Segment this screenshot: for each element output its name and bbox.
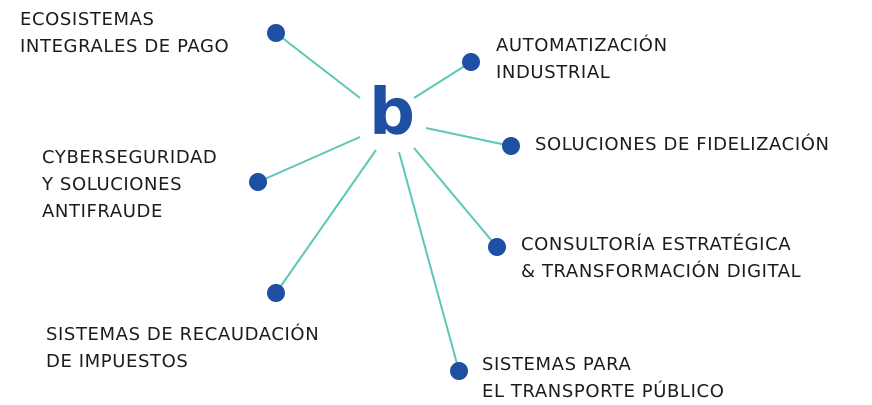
node-label-line: SISTEMAS PARA	[482, 354, 632, 375]
node-label-line: INTEGRALES DE PAGO	[20, 36, 230, 57]
connector-group	[257, 32, 512, 372]
connector-line-automatizacion	[413, 61, 472, 99]
node-label-consultoria: CONSULTORÍA ESTRATÉGICA & TRANSFORMACIÓN …	[521, 231, 801, 285]
node-label-line: SISTEMAS DE RECAUDACIÓN	[46, 324, 320, 345]
connector-line-cyberseguridad	[257, 136, 361, 183]
node-dot-fidelizacion	[502, 137, 520, 155]
node-label-line: INDUSTRIAL	[496, 62, 611, 83]
node-dot-ecosistemas	[267, 24, 285, 42]
node-label-fidelizacion: SOLUCIONES DE FIDELIZACIÓN	[535, 131, 830, 158]
node-dot-cyberseguridad	[249, 173, 267, 191]
node-label-line: AUTOMATIZACIÓN	[496, 35, 668, 56]
node-label-cyberseguridad: CYBERSEGURIDAD Y SOLUCIONES ANTIFRAUDE	[42, 144, 217, 225]
node-label-line: Y SOLUCIONES	[42, 174, 183, 195]
node-label-line: ANTIFRAUDE	[42, 201, 163, 222]
node-dot-transporte	[450, 362, 468, 380]
node-dot-recaudacion	[267, 284, 285, 302]
node-label-automatizacion: AUTOMATIZACIÓN INDUSTRIAL	[496, 32, 668, 86]
node-label-line: CONSULTORÍA ESTRATÉGICA	[521, 234, 792, 255]
node-label-line: & TRANSFORMACIÓN DIGITAL	[521, 261, 802, 282]
node-label-ecosistemas: ECOSISTEMAS INTEGRALES DE PAGO	[20, 6, 229, 60]
node-dot-group	[249, 24, 520, 380]
connector-line-fidelizacion	[425, 127, 512, 147]
connector-line-transporte	[398, 151, 460, 372]
connector-line-ecosistemas	[275, 32, 361, 99]
connector-line-recaudacion	[275, 149, 377, 294]
node-label-line: CYBERSEGURIDAD	[42, 147, 218, 168]
node-label-recaudacion: SISTEMAS DE RECAUDACIÓN DE IMPUESTOS	[46, 321, 319, 375]
node-label-line: ECOSISTEMAS	[20, 9, 155, 30]
node-label-line: EL TRANSPORTE PÚBLICO	[482, 381, 725, 402]
node-label-line: DE IMPUESTOS	[46, 351, 189, 372]
hub-logo-letter: b	[369, 76, 415, 150]
node-dot-automatizacion	[462, 53, 480, 71]
node-label-line: SOLUCIONES DE FIDELIZACIÓN	[535, 134, 830, 155]
node-dot-consultoria	[488, 238, 506, 256]
connector-line-consultoria	[413, 147, 498, 248]
node-label-transporte: SISTEMAS PARA EL TRANSPORTE PÚBLICO	[482, 351, 724, 405]
